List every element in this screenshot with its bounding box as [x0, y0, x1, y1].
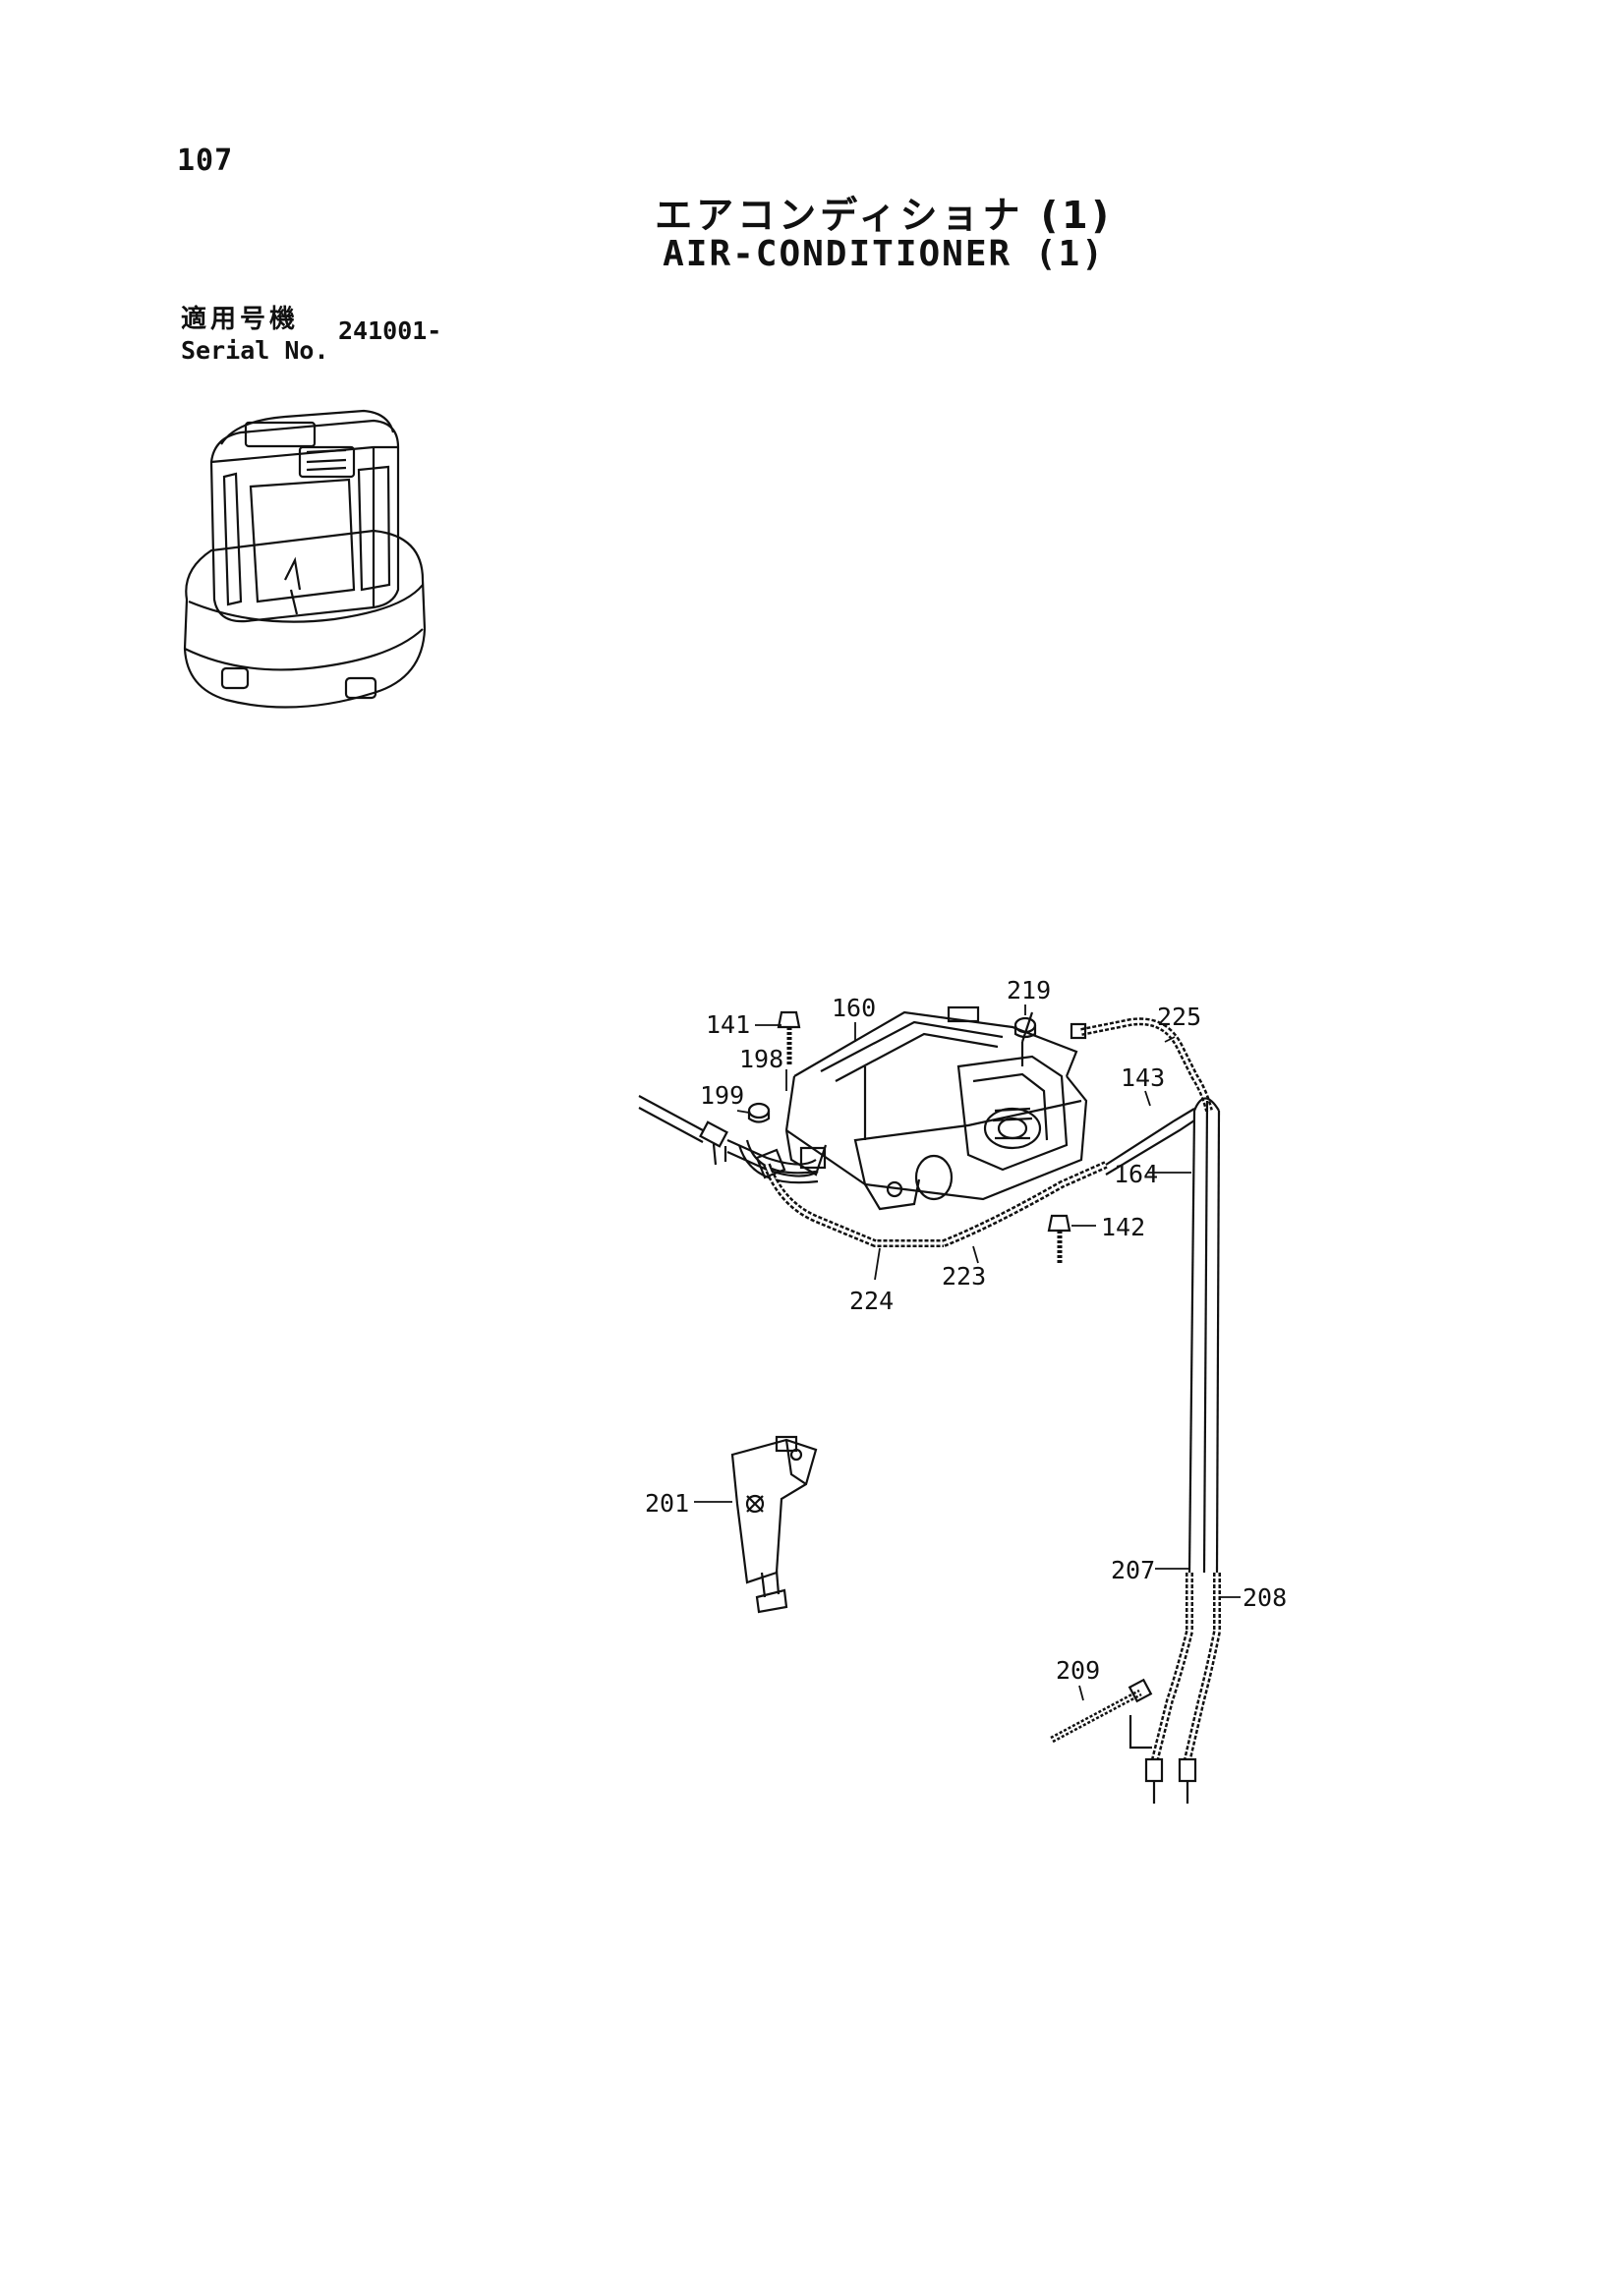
hose-and-pipe-routing — [638, 1017, 1221, 1804]
callout-labels: 141 160 219 225 198 199 143 164 142 223 … — [645, 976, 1287, 1685]
leader-lines — [694, 1004, 1241, 1701]
fasteners — [747, 1010, 1071, 1263]
callout-207: 207 — [1111, 1556, 1155, 1584]
air-conditioner-unit — [737, 1005, 1088, 1211]
callout-141: 141 — [706, 1010, 750, 1039]
callout-142: 142 — [1101, 1213, 1145, 1241]
bracket-201 — [730, 1435, 818, 1614]
callout-164: 164 — [1114, 1160, 1158, 1188]
callout-199: 199 — [700, 1081, 744, 1110]
callout-201: 201 — [645, 1489, 689, 1518]
callout-198: 198 — [739, 1045, 783, 1073]
serial-number-value: 241001- — [338, 316, 442, 345]
callout-209: 209 — [1056, 1656, 1100, 1685]
callout-160: 160 — [832, 994, 876, 1022]
cab-location-thumbnail — [183, 409, 427, 709]
page-number: 107 — [177, 144, 234, 178]
callout-225: 225 — [1157, 1003, 1201, 1031]
callout-219: 219 — [1007, 976, 1051, 1004]
callout-208: 208 — [1243, 1583, 1287, 1612]
page-title-japanese: エアコンディショナ (1) — [655, 194, 1113, 237]
page-title-english: AIR-CONDITIONER (1) — [663, 234, 1105, 274]
serial-label-japanese: 適用号機 — [181, 305, 300, 334]
callout-224: 224 — [849, 1287, 894, 1315]
callout-223: 223 — [942, 1262, 986, 1291]
callout-143: 143 — [1121, 1063, 1165, 1092]
serial-label-english: Serial No. — [181, 336, 329, 365]
